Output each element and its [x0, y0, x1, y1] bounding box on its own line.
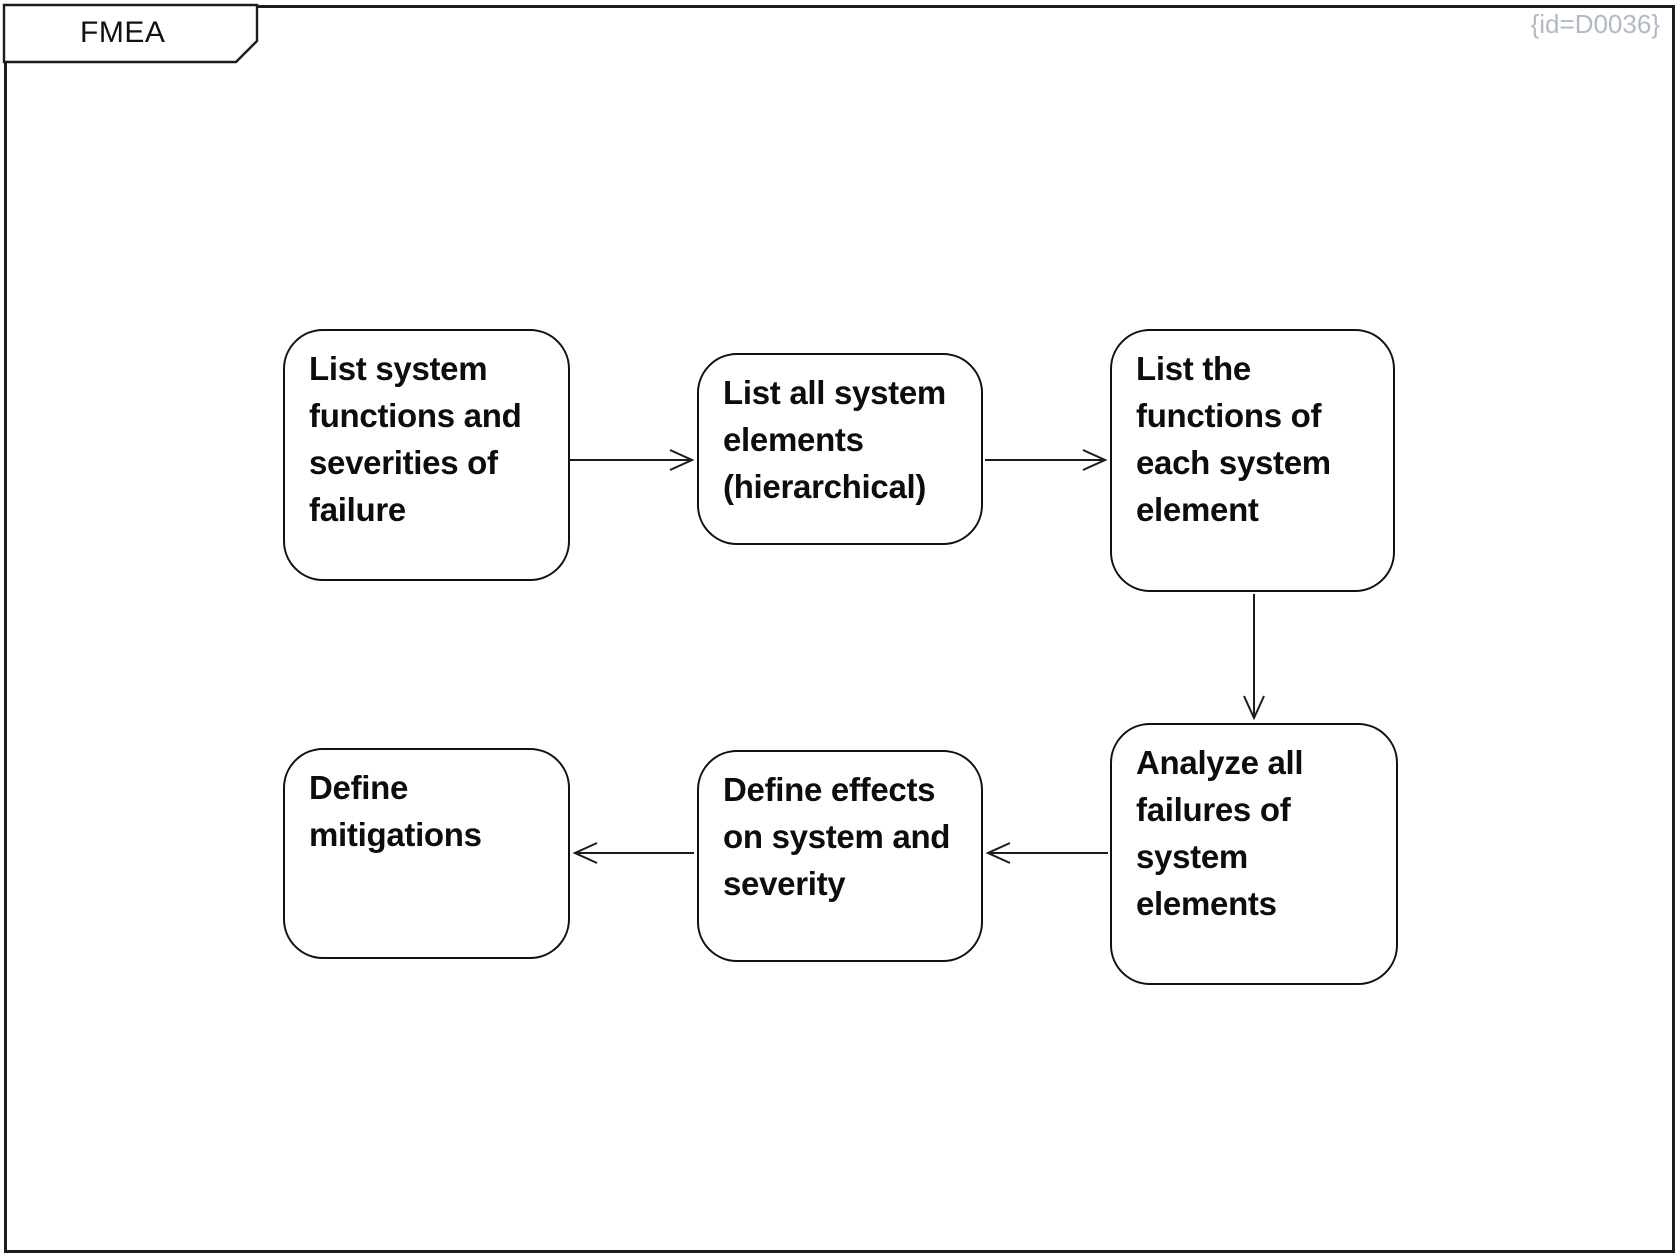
node-label: List the functions of each system elemen…: [1136, 350, 1331, 528]
node-list-all-system-elements: List all system elements (hierarchical): [697, 353, 983, 545]
node-analyze-all-failures: Analyze all failures of system elements: [1110, 723, 1398, 985]
frame-id-label: {id=D0036}: [1530, 9, 1660, 39]
frame-title: FMEA: [80, 16, 166, 49]
node-label: Define mitigations: [309, 769, 482, 853]
node-label: Define effects on system and severity: [723, 771, 951, 902]
node-list-functions-of-each-element: List the functions of each system elemen…: [1110, 329, 1395, 592]
node-label: Analyze all failures of system elements: [1136, 744, 1304, 922]
node-define-mitigations: Define mitigations: [283, 748, 570, 959]
node-list-system-functions: List system functions and severities of …: [283, 329, 570, 581]
node-label: List system functions and severities of …: [309, 350, 522, 528]
diagram-frame-border: [4, 5, 1675, 1253]
frame-title-tab-shape: [2, 3, 259, 64]
node-label: List all system elements (hierarchical): [723, 374, 946, 505]
node-define-effects: Define effects on system and severity: [697, 750, 983, 962]
